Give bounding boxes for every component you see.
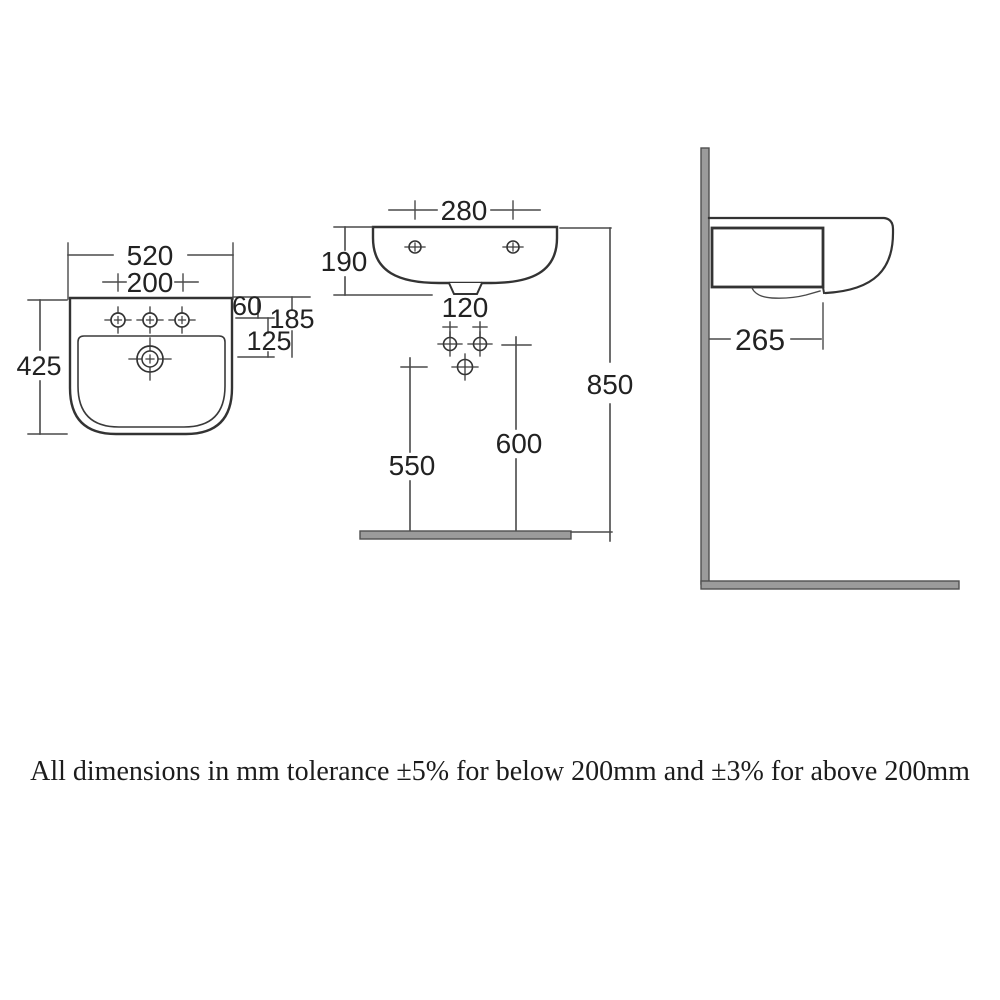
dim-label-850: 850 [587, 369, 634, 400]
dim-label-125: 125 [246, 326, 291, 356]
wall-bar [700, 147, 710, 585]
basin-front-outline [371, 225, 559, 285]
dim-label-550: 550 [389, 450, 436, 481]
tap-hole-left [104, 306, 132, 334]
dim-label-600: 600 [496, 428, 543, 459]
tap-hole-center [136, 306, 164, 334]
dim-label-520: 520 [127, 240, 174, 271]
dim-label-60: 60 [232, 291, 262, 321]
floor-bar [359, 530, 572, 540]
waste-outlet [447, 281, 484, 295]
dim-label-185: 185 [269, 304, 314, 334]
fixing-hole-right [502, 240, 524, 254]
dim-label-200: 200 [127, 267, 174, 298]
floor-bar [700, 580, 960, 590]
fixing-hole-left [404, 240, 426, 254]
crosshair-center [451, 353, 479, 381]
front-view: 280 190 120 [321, 195, 634, 542]
dim-label-265: 265 [735, 324, 785, 357]
dim-label-190: 190 [321, 246, 368, 277]
side-view: 265 [700, 147, 960, 590]
tolerance-note: All dimensions in mm tolerance ±5% for b… [30, 756, 970, 787]
tap-hole-right [168, 306, 196, 334]
waste-outlet-side [751, 287, 821, 299]
dim-label-120: 120 [442, 292, 489, 323]
dim-label-425: 425 [16, 351, 61, 381]
crosshair-left [437, 331, 463, 357]
basin-bowl-outline [77, 335, 226, 428]
basin-side-edge [821, 285, 826, 295]
crosshair-right [467, 331, 493, 357]
drain-hole [128, 337, 172, 381]
basin-side-body [710, 226, 825, 289]
dim-label-280: 280 [441, 195, 488, 226]
top-view: 520 200 [16, 240, 315, 436]
